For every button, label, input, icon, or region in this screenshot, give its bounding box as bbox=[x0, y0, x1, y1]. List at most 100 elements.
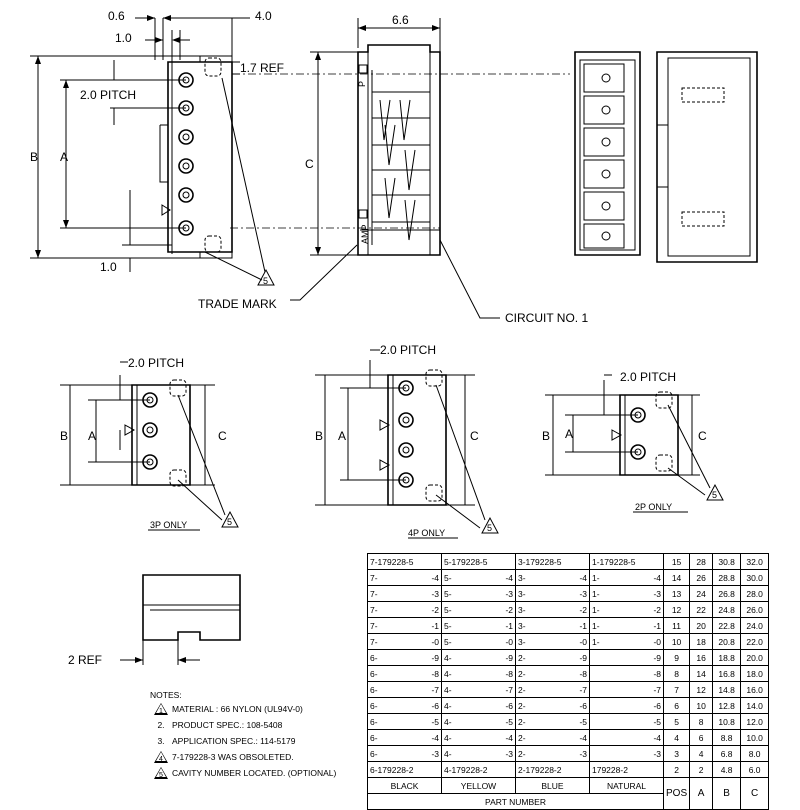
part-number-cell: -5 bbox=[589, 713, 664, 730]
part-number-cell: 3--1 bbox=[515, 617, 590, 634]
value-cell: 14 bbox=[662, 569, 691, 586]
note-1: 1 MATERIAL : 66 NYLON (UL94V-0) bbox=[150, 701, 365, 717]
part-number-cell: 6--5 bbox=[367, 713, 442, 730]
end-view bbox=[574, 51, 641, 256]
value-cell: 9 bbox=[662, 649, 691, 666]
part-number-cell: 7--2 bbox=[367, 601, 442, 618]
value-cell: 8 bbox=[662, 665, 691, 682]
value-cell: 8.0 bbox=[740, 745, 770, 762]
color-cell: BLUE bbox=[515, 777, 590, 794]
value-cell: 10.0 bbox=[740, 729, 770, 746]
part-number-cell: 4--3 bbox=[441, 745, 516, 762]
amp-mark: AMP bbox=[360, 224, 370, 244]
value-cell: 4 bbox=[689, 745, 714, 762]
part-number-cell: 7--1 bbox=[367, 617, 442, 634]
svg-text:2.0 PITCH: 2.0 PITCH bbox=[620, 370, 676, 384]
dim-C: C bbox=[305, 157, 314, 171]
value-cell: 32.0 bbox=[740, 553, 770, 570]
part-number-cell: 2--5 bbox=[515, 713, 590, 730]
part-number-cell: 3-179228-5 bbox=[515, 553, 590, 570]
part-number-cell: 2--8 bbox=[515, 665, 590, 682]
value-cell: 26 bbox=[689, 569, 714, 586]
part-number-cell: 1--1 bbox=[589, 617, 664, 634]
note-5: 5 CAVITY NUMBER LOCATED. (OPTIONAL) bbox=[150, 765, 365, 781]
4p-only-label: 4P ONLY bbox=[408, 528, 445, 538]
value-cell: 16.8 bbox=[712, 665, 742, 682]
part-number-cell: 7--3 bbox=[367, 585, 442, 602]
value-cell: 20 bbox=[689, 617, 714, 634]
svg-text:5: 5 bbox=[227, 517, 232, 527]
part-number-cell: 6--6 bbox=[367, 697, 442, 714]
part-number-cell: 5--2 bbox=[441, 601, 516, 618]
value-cell: 14.8 bbox=[712, 681, 742, 698]
part-number-cell: 1-179228-5 bbox=[589, 553, 664, 570]
value-cell: 10 bbox=[689, 697, 714, 714]
part-number-cell: 4--4 bbox=[441, 729, 516, 746]
part-number-cell: 179228-2 bbox=[589, 761, 664, 778]
color-cell: NATURAL bbox=[589, 777, 664, 794]
part-number-cell: 7--4 bbox=[367, 569, 442, 586]
value-cell: 12 bbox=[662, 601, 691, 618]
part-number-cell: 1--0 bbox=[589, 633, 664, 650]
dim-B: B bbox=[30, 150, 38, 164]
part-number-cell: -7 bbox=[589, 681, 664, 698]
value-cell: 22.0 bbox=[740, 633, 770, 650]
svg-text:C: C bbox=[218, 429, 227, 443]
part-number-cell: -3 bbox=[589, 745, 664, 762]
value-cell: 12.0 bbox=[740, 713, 770, 730]
value-cell: 14 bbox=[689, 665, 714, 682]
part-number-cell: 6-179228-2 bbox=[367, 761, 442, 778]
value-cell: 24 bbox=[689, 585, 714, 602]
value-cell: 10 bbox=[662, 633, 691, 650]
value-cell: 28 bbox=[689, 553, 714, 570]
part-number-cell: 2--9 bbox=[515, 649, 590, 666]
note-flag-icon: 4 bbox=[154, 751, 168, 763]
p-mark: P bbox=[357, 81, 367, 87]
header-cell: A bbox=[689, 777, 714, 810]
value-cell: 22 bbox=[689, 601, 714, 618]
part-number-cell: 3--2 bbox=[515, 601, 590, 618]
part-number-cell: -4 bbox=[589, 729, 664, 746]
note-4: 4 7-179228-3 WAS OBSOLETED. bbox=[150, 749, 365, 765]
value-cell: 30.8 bbox=[712, 553, 742, 570]
part-number-cell: 4--6 bbox=[441, 697, 516, 714]
svg-text:C: C bbox=[698, 429, 707, 443]
part-number-cell: 2--4 bbox=[515, 729, 590, 746]
header-cell: B bbox=[712, 777, 742, 810]
part-number-cell: 1--4 bbox=[589, 569, 664, 586]
part-number-cell: -9 bbox=[589, 649, 664, 666]
circuit-no-label: CIRCUIT NO. 1 bbox=[505, 311, 588, 325]
svg-text:2.0 PITCH: 2.0 PITCH bbox=[128, 356, 184, 370]
pitch-label: 2.0 PITCH bbox=[80, 88, 136, 102]
dim-0.6: 0.6 bbox=[108, 9, 125, 23]
value-cell: 18.0 bbox=[740, 665, 770, 682]
svg-text:A: A bbox=[88, 429, 96, 443]
end-cavities bbox=[583, 63, 625, 249]
part-number-cell: 1--2 bbox=[589, 601, 664, 618]
svg-text:5: 5 bbox=[263, 276, 268, 286]
value-cell: 24.8 bbox=[712, 601, 742, 618]
small-side-view: 2 REF bbox=[68, 574, 241, 667]
part-number-cell: 1--3 bbox=[589, 585, 664, 602]
part-number-header: PART NUMBER bbox=[367, 793, 664, 810]
value-cell: 2 bbox=[662, 761, 691, 778]
svg-text:A: A bbox=[565, 427, 573, 441]
part-number-cell: 2--3 bbox=[515, 745, 590, 762]
part-number-cell: 5--1 bbox=[441, 617, 516, 634]
value-cell: 28.0 bbox=[740, 585, 770, 602]
3p-only-label: 3P ONLY bbox=[150, 520, 187, 530]
cavity-circles bbox=[178, 72, 194, 236]
part-number-cell: 6--7 bbox=[367, 681, 442, 698]
value-cell: 2 bbox=[689, 761, 714, 778]
